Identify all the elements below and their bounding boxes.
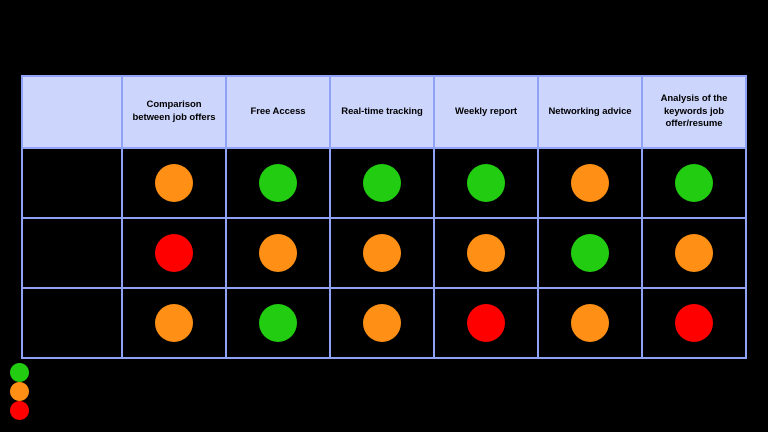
legend-dot-orange-icon [10, 382, 29, 401]
rating-cell [225, 217, 331, 289]
rating-cell [641, 287, 747, 359]
rating-cell [537, 217, 643, 289]
rating-cell [433, 217, 539, 289]
rating-dot [363, 164, 401, 202]
rating-cell [537, 147, 643, 219]
column-header-networking-advice: Networking advice [537, 75, 643, 149]
rating-cell [225, 287, 331, 359]
rating-cell [329, 147, 435, 219]
table-row [21, 147, 747, 219]
rating-dot [571, 164, 609, 202]
row-header-cell [21, 287, 123, 359]
rating-dot [675, 234, 713, 272]
rating-cell [537, 287, 643, 359]
legend-dot-green-icon [10, 363, 29, 382]
rating-dot [675, 164, 713, 202]
rating-dot [571, 304, 609, 342]
table-row [21, 287, 747, 359]
rating-cell [121, 147, 227, 219]
rating-dot [467, 304, 505, 342]
legend-item-green [10, 363, 35, 382]
rating-cell [225, 147, 331, 219]
column-header-label: Networking advice [548, 105, 632, 117]
rating-dot [467, 164, 505, 202]
column-header-analysis-of-keywords: Analysis of the keywords job offer/resum… [641, 75, 747, 149]
rating-cell [641, 217, 747, 289]
rating-dot [363, 234, 401, 272]
column-header-comparison-between-job-offers: Comparison between job offers [121, 75, 227, 149]
column-header-free-access: Free Access [225, 75, 331, 149]
legend-item-red [10, 401, 35, 420]
feature-comparison-table: Comparison between job offers Free Acces… [21, 75, 747, 359]
row-header-cell [21, 147, 123, 219]
rating-dot [155, 164, 193, 202]
column-header-label: Weekly report [454, 105, 517, 117]
rating-dot [467, 234, 505, 272]
column-header-label: Real-time tracking [341, 105, 423, 117]
column-header-label: Comparison between job offers [132, 99, 216, 123]
row-header-cell [21, 217, 123, 289]
rating-dot [155, 304, 193, 342]
rating-cell [329, 287, 435, 359]
rating-cell [121, 287, 227, 359]
header-corner-cell [21, 75, 123, 149]
column-header-weekly-report: Weekly report [433, 75, 539, 149]
rating-cell [433, 147, 539, 219]
legend-item-orange [10, 382, 35, 401]
table-header-row: Comparison between job offers Free Acces… [21, 75, 747, 149]
rating-dot [675, 304, 713, 342]
column-header-label: Free Access [250, 105, 306, 117]
rating-dot [155, 234, 193, 272]
column-header-label: Analysis of the keywords job offer/resum… [660, 92, 728, 130]
column-header-real-time-tracking: Real-time tracking [329, 75, 435, 149]
rating-dot [259, 304, 297, 342]
table-row [21, 217, 747, 289]
rating-cell [329, 217, 435, 289]
rating-dot [571, 234, 609, 272]
rating-cell [121, 217, 227, 289]
legend-dot-red-icon [10, 401, 29, 420]
rating-dot [259, 164, 297, 202]
rating-legend [10, 363, 35, 420]
rating-cell [641, 147, 747, 219]
rating-dot [363, 304, 401, 342]
rating-cell [433, 287, 539, 359]
rating-dot [259, 234, 297, 272]
